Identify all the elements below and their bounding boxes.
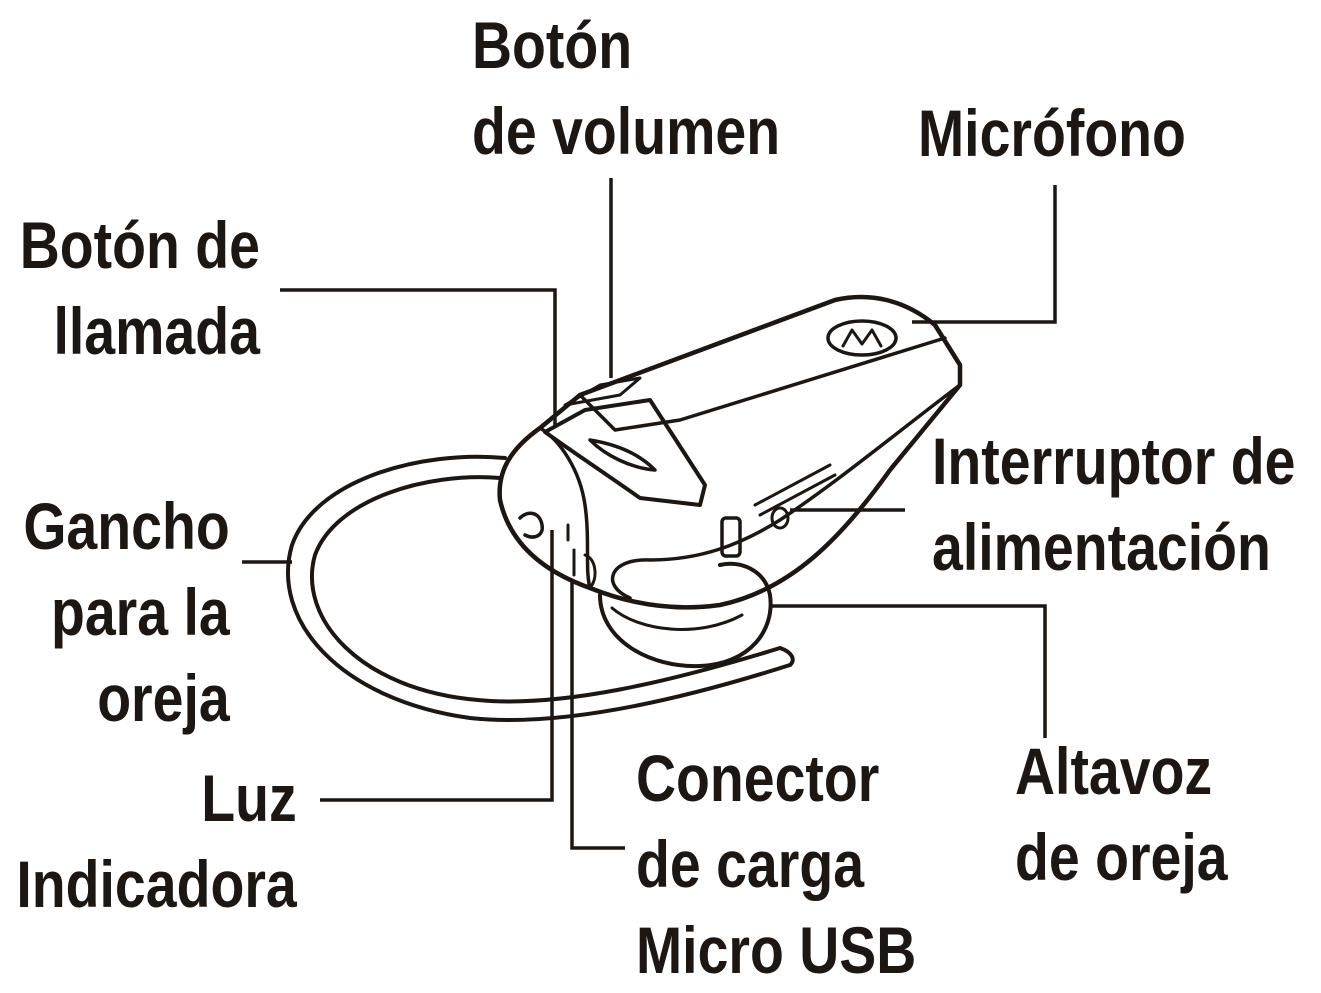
leader-call-button [280, 288, 557, 428]
label-ear-speaker: Altavoz de oreja [1015, 734, 1228, 894]
power-switch-shape [720, 516, 742, 558]
leader-ear-speaker [770, 604, 1047, 738]
label-ear-hook: Gancho para la oreja [23, 489, 231, 735]
ear-speaker-shape [598, 561, 773, 669]
brand-logo-icon [826, 319, 898, 357]
label-indicator-light: Luz Indicadora [16, 761, 297, 921]
label-volume-button: Botón de volumen [472, 8, 781, 168]
leader-charging-connector [570, 580, 625, 850]
label-power-switch: Interruptor de alimentación [932, 424, 1296, 584]
leader-indicator-light [320, 530, 554, 802]
label-charging-connector: Conector de carga Micro USB [636, 741, 917, 987]
ear-hook-shape [286, 454, 795, 723]
headset-body-shape [497, 294, 963, 610]
label-microphone: Micrófono [918, 96, 1186, 170]
label-call-button: Botón de llamada [19, 208, 261, 368]
leader-microphone [912, 185, 1057, 324]
